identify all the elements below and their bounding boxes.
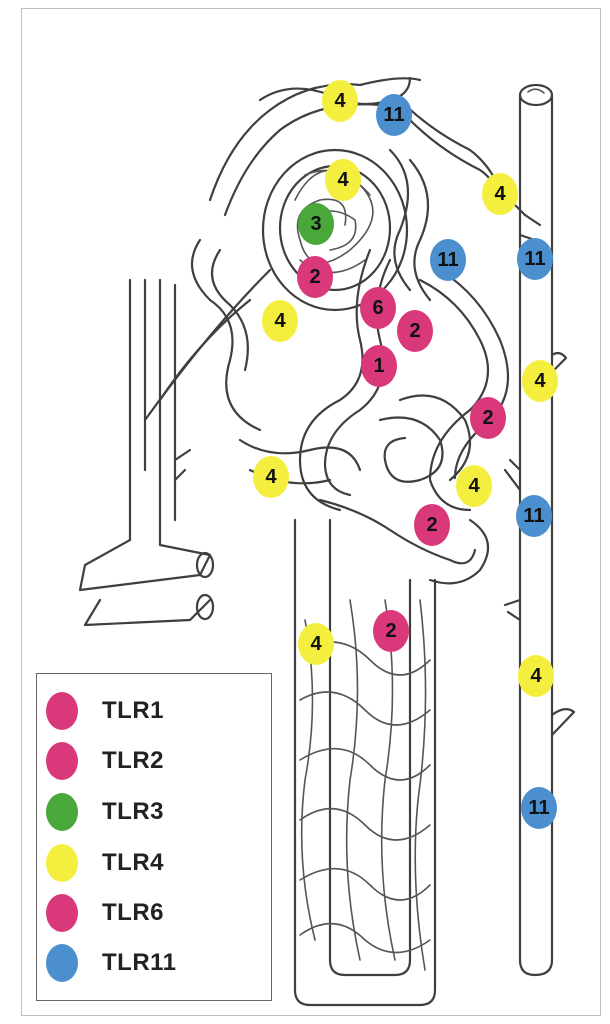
legend-swatch-tlr11 [46, 944, 78, 982]
tlr-marker-tlr2: 2 [470, 397, 506, 439]
tlr-marker-tlr11: 11 [517, 238, 553, 280]
legend-label-tlr6: TLR6 [102, 899, 164, 927]
tlr-marker-tlr4: 4 [253, 456, 289, 498]
legend-label-tlr3: TLR3 [102, 798, 164, 826]
tlr-marker-tlr11: 11 [521, 787, 557, 829]
tlr-marker-tlr4: 4 [325, 159, 361, 201]
tlr-marker-tlr1: 1 [361, 345, 397, 387]
legend-item-tlr3: TLR3 [37, 793, 164, 831]
legend: TLR1 TLR2 TLR3 TLR4 TLR6 TLR11 [36, 673, 272, 1001]
legend-label-tlr11: TLR11 [102, 949, 177, 977]
tlr-marker-tlr4: 4 [518, 655, 554, 697]
legend-label-tlr1: TLR1 [102, 697, 164, 725]
tlr-marker-tlr4: 4 [522, 360, 558, 402]
legend-swatch-tlr1 [46, 692, 78, 730]
loop-of-henle [295, 520, 435, 1005]
tlr-marker-tlr6: 6 [360, 287, 396, 329]
legend-swatch-tlr4 [46, 844, 78, 882]
tlr-marker-tlr4: 4 [482, 173, 518, 215]
legend-label-tlr4: TLR4 [102, 849, 164, 877]
legend-item-tlr6: TLR6 [37, 894, 164, 932]
tlr-marker-tlr11: 11 [430, 239, 466, 281]
tlr-marker-tlr3: 3 [298, 203, 334, 245]
tlr-marker-tlr4: 4 [456, 465, 492, 507]
left-vessel [80, 270, 270, 625]
tlr-marker-tlr11: 11 [376, 94, 412, 136]
tlr-marker-tlr2: 2 [297, 256, 333, 298]
legend-item-tlr1: TLR1 [37, 692, 164, 730]
legend-item-tlr4: TLR4 [37, 844, 164, 882]
legend-swatch-tlr2 [46, 742, 78, 780]
tlr-marker-tlr4: 4 [322, 80, 358, 122]
tlr-marker-tlr11: 11 [516, 495, 552, 537]
tlr-marker-tlr2: 2 [397, 310, 433, 352]
legend-label-tlr2: TLR2 [102, 747, 164, 775]
tlr-marker-tlr2: 2 [373, 610, 409, 652]
tlr-marker-tlr4: 4 [298, 623, 334, 665]
legend-swatch-tlr6 [46, 894, 78, 932]
tlr-marker-tlr2: 2 [414, 504, 450, 546]
legend-swatch-tlr3 [46, 793, 78, 831]
tlr-marker-tlr4: 4 [262, 300, 298, 342]
legend-item-tlr2: TLR2 [37, 742, 164, 780]
legend-item-tlr11: TLR11 [37, 944, 177, 982]
